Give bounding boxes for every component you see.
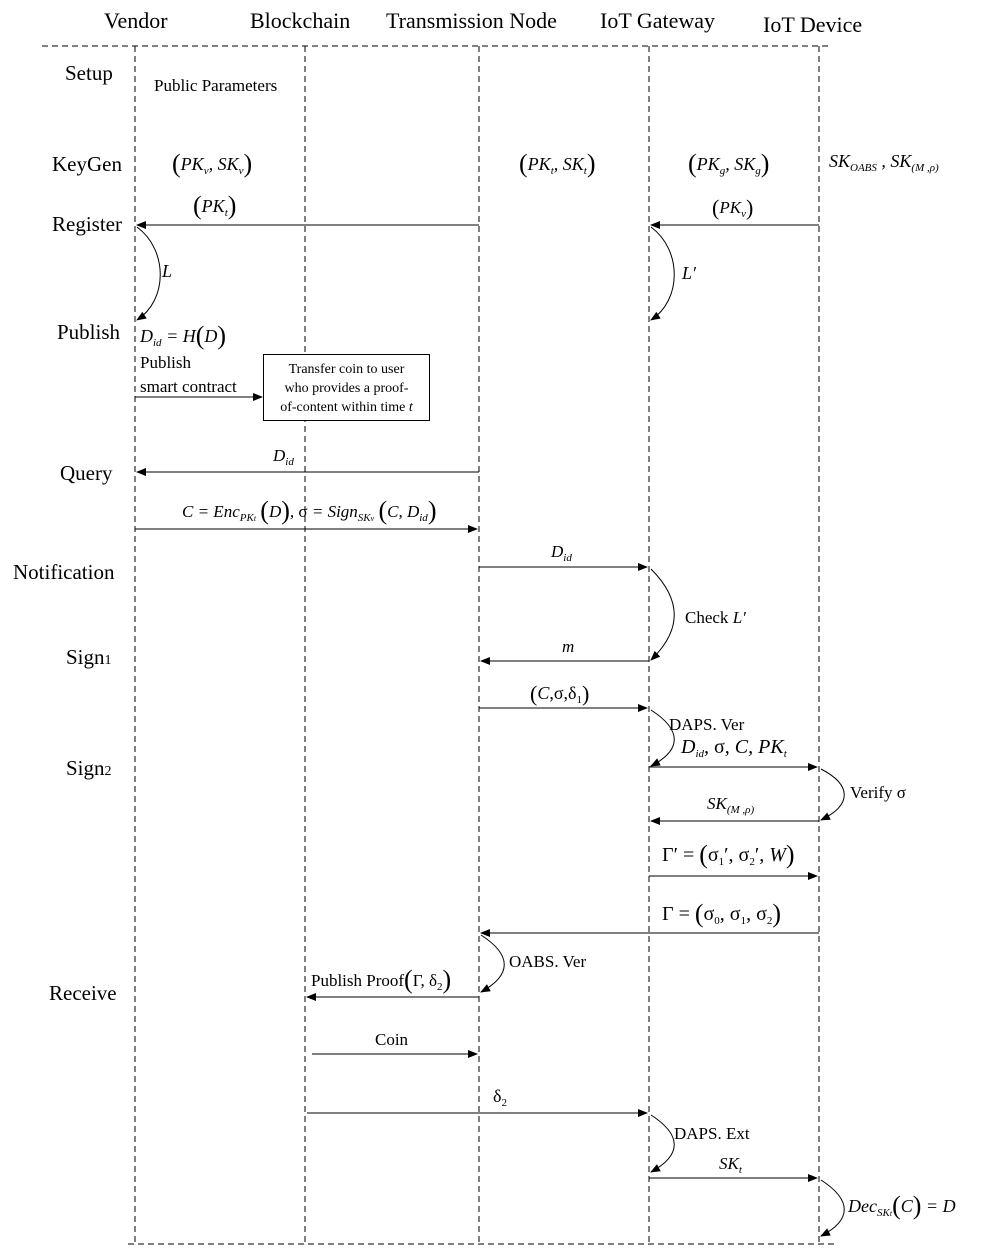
formula-sk-t: SKt [719,1154,742,1176]
contract-line-1: Transfer coin to user [288,362,405,377]
label-m: m [562,637,575,656]
arc-l-prime-gateway [650,226,675,321]
arc-oabs-ver [480,934,505,993]
phase-receive: Receive [49,981,117,1005]
formula-sk-m-rho: SK(M ,ρ) [707,794,755,816]
label-daps-ver: DAPS. Ver [669,715,745,734]
formula-pkt: (PKt) [193,191,237,220]
formula-decrypt: DecSKt(C) = D [848,1191,956,1220]
phase-register: Register [52,212,122,236]
formula-notification-did: Did [551,542,572,564]
formula-pkv: (PKv) [712,195,754,220]
label-publish-contract-2: smart contract [140,377,237,396]
formula-gateway-keys: (PKg, SKg) [688,149,770,178]
formula-did-hash: Did = H(D) [140,321,227,350]
lane-transmission-node: Transmission Node [386,8,557,33]
phase-notification: Notification [13,560,115,584]
label-oabs-ver: OABS. Ver [509,952,587,971]
label-daps-ext: DAPS. Ext [674,1124,750,1143]
lane-iot-gateway: IoT Gateway [600,8,716,33]
label-l-prime: L′ [682,263,696,283]
phase-sign2: Sign2 [66,756,112,780]
lane-vendor: Vendor [104,8,168,33]
formula-did-sigma-c-pkt: Did, σ, C, PKt [681,736,787,760]
arc-daps-ext [650,1114,675,1173]
phase-sign1: Sign1 [66,645,112,669]
label-coin: Coin [375,1030,409,1049]
formula-device-keys: SKOABS , SK(M ,ρ) [829,151,939,174]
formula-ciphertext-signature: C = EncPKt (D), σ = SignSKv (C, Did) [182,496,437,525]
arc-decrypt [820,1179,845,1237]
phase-setup: Setup [65,61,113,85]
phase-keygen: KeyGen [52,152,122,176]
phase-publish: Publish [57,320,121,344]
smart-contract-box: Transfer coin to user who provides a pro… [263,354,430,421]
label-publish-contract-1: Publish [140,353,192,372]
formula-gamma: Γ = (σ0, σ1, σ2) [662,899,782,928]
arc-daps-ver [650,709,675,767]
formula-c-sigma-delta1: (C,σ,δ1) [530,681,590,706]
formula-delta2: δ2 [493,1086,507,1109]
arc-check-l-prime [650,568,675,661]
arc-l-vendor [136,226,161,321]
lane-iot-device: IoT Device [763,12,863,37]
arc-verify-sigma [820,768,845,821]
formula-transmission-keys: (PKt, SKt) [519,149,596,178]
contract-line-2: who provides a proof- [284,381,409,396]
phase-query: Query [60,461,113,485]
formula-vendor-keys: (PKv, SKv) [172,149,253,178]
lane-blockchain: Blockchain [250,8,351,33]
label-l: L [162,261,173,281]
label-verify-sigma: Verify σ [850,783,906,802]
formula-gamma-prime: Γ′ = (σ1′, σ2′, W) [662,840,795,869]
contract-line-3: of-content within time t [280,400,413,415]
formula-query-did: Did [273,446,294,468]
label-public-parameters: Public Parameters [154,76,278,95]
label-check-l-prime: Check L′ [685,608,746,627]
label-publish-proof: Publish Proof(Γ, δ2) [311,965,452,994]
